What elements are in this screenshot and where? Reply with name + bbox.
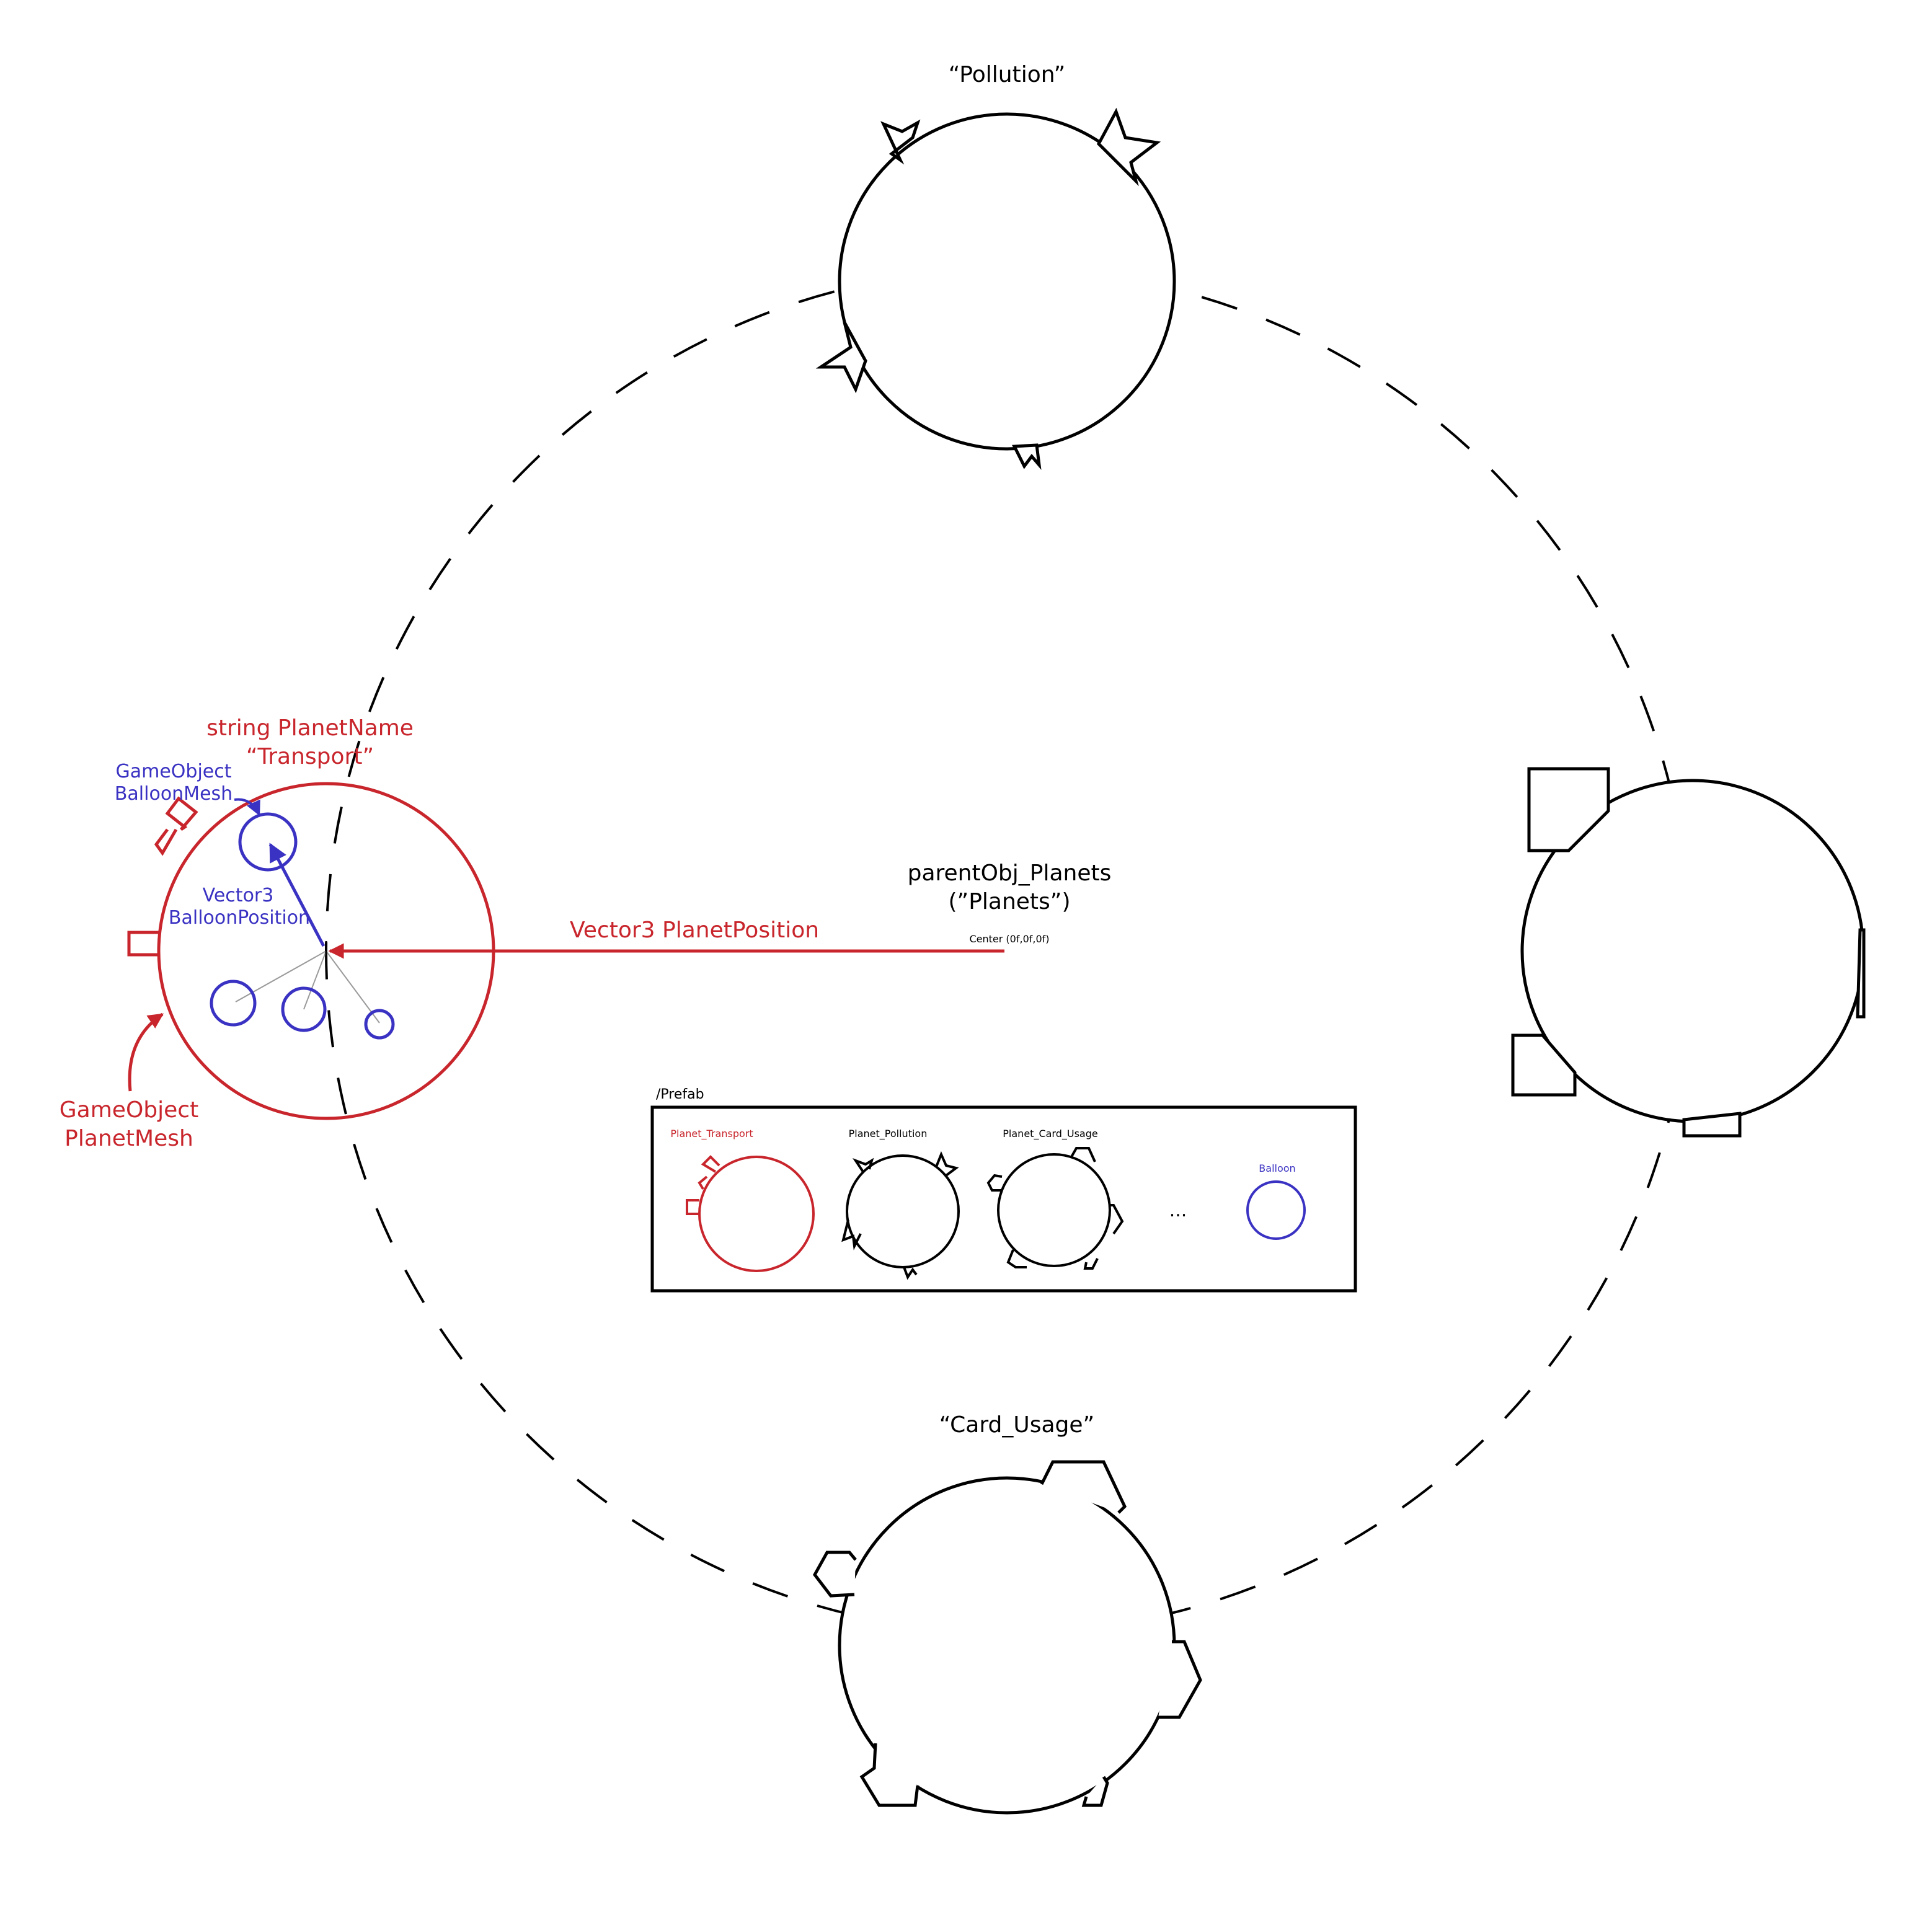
transport-bump [165, 796, 198, 831]
pollution-spike [1096, 107, 1161, 187]
planet-pollution: “Pollution” [815, 62, 1176, 470]
balloon-position-label-name: BalloonPosition [169, 907, 310, 929]
planet-card-usage: “Card_Usage” [813, 1412, 1202, 1815]
prefab-card-block [986, 1147, 1124, 1270]
planet-name-value: “Transport” [246, 744, 374, 769]
prefab-panel: /Prefab Planet_Transport Planet_Pollutio… [650, 1087, 1357, 1293]
prefab-ellipsis: ... [1169, 1200, 1187, 1221]
prefab-card-preview [997, 1153, 1111, 1267]
prefab-pollution-spike [841, 1151, 959, 1280]
pollution-spike [1012, 443, 1042, 470]
balloon-spoke [326, 950, 380, 1024]
prefab-item-label: Planet_Pollution [849, 1128, 928, 1140]
balloon-mesh-label-type: GameObject [115, 761, 231, 782]
transport-bump [127, 931, 160, 957]
pollution-spike [880, 119, 921, 165]
card-usage-label: “Card_Usage” [939, 1412, 1094, 1438]
right-planet-block [1527, 767, 1610, 852]
balloon-position-arrow [268, 843, 326, 947]
right-planet-block [1856, 928, 1866, 1019]
balloon-spoke [235, 950, 327, 1002]
card-planet-block [1040, 1460, 1127, 1514]
prefab-box [650, 1105, 1357, 1293]
prefab-item-label: Balloon [1259, 1162, 1295, 1174]
parent-object-name: parentObj_Planets [908, 861, 1112, 886]
right-planet-block [1511, 1033, 1577, 1097]
card-planet-block [1081, 1776, 1109, 1807]
planet-position-label: Vector3 PlanetPosition [570, 918, 819, 943]
planet-mesh-label-type: GameObject [60, 1097, 198, 1123]
planet-name-field-label: string PlanetName [206, 715, 414, 741]
balloon-mesh-pointer [234, 798, 260, 816]
card-planet-block [859, 1743, 919, 1807]
parent-center-label: Center (0f,0f,0f) [969, 933, 1049, 945]
planet-mesh-label-name: PlanetMesh [64, 1126, 193, 1151]
planet-mesh-pointer [128, 1012, 164, 1092]
prefab-item-label: Planet_Card_Usage [1003, 1128, 1097, 1140]
right-planet-block [1682, 1112, 1742, 1138]
balloon-mesh-label-name: BalloonMesh [115, 783, 233, 805]
prefab-item-label: Planet_Transport [670, 1128, 753, 1140]
card-planet-block [1158, 1640, 1202, 1719]
balloon-spoke [303, 950, 327, 1010]
pollution-spike [815, 321, 867, 394]
balloon-position-label-type: Vector3 [203, 885, 274, 906]
prefab-balloon-preview [1246, 1180, 1306, 1240]
balloon-mesh [238, 812, 298, 872]
pollution-label: “Pollution” [949, 62, 1065, 87]
balloon-mesh [281, 986, 327, 1032]
balloon-mesh [210, 980, 257, 1027]
prefab-pollution-preview [846, 1154, 960, 1268]
balloon-mesh [364, 1009, 395, 1040]
prefab-folder-label: /Prefab [656, 1087, 704, 1102]
prefab-transport-bump [686, 1155, 720, 1215]
transport-bump [154, 828, 178, 856]
planet-right [1511, 767, 1866, 1138]
card-planet-block [813, 1551, 857, 1598]
parent-object-alias: (”Planets”) [949, 889, 1071, 914]
